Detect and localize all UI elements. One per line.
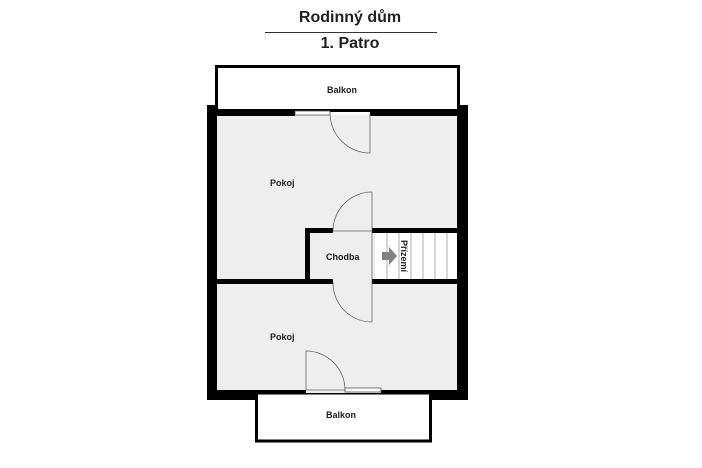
door-hall-lower-swing	[332, 281, 373, 323]
label-balcony-bottom: Balkon	[326, 410, 357, 420]
stairs-arrow-icon	[382, 247, 397, 265]
label-room-lower: Pokoj	[270, 332, 295, 342]
label-hallway: Chodba	[326, 252, 360, 262]
label-stairs: Přízemí	[399, 240, 409, 273]
wall-bottom-left	[207, 390, 256, 400]
label-room-upper: Pokoj	[270, 178, 295, 188]
label-balcony-top: Balkon	[327, 85, 358, 95]
door-top-swing	[329, 112, 371, 154]
wall-hall-left	[305, 228, 310, 284]
wall-middle-left	[217, 279, 333, 284]
wall-middle-right	[372, 279, 457, 284]
wall-left	[207, 105, 217, 400]
balcony-bottom-area	[255, 391, 432, 443]
wall-bottom-right	[431, 390, 468, 400]
balcony-top-area	[215, 65, 460, 112]
wall-top-right	[370, 110, 457, 116]
title-divider	[265, 32, 437, 33]
wall-right	[457, 105, 468, 400]
plan-title: Rodinný dům	[298, 9, 402, 26]
window-bottom	[344, 387, 382, 393]
plan-subtitle: 1. Patro	[320, 35, 380, 52]
window-top	[294, 110, 331, 116]
wall-top-left	[217, 110, 295, 116]
wall-stair-top	[372, 228, 457, 233]
door-hall-upper-swing	[332, 191, 373, 232]
